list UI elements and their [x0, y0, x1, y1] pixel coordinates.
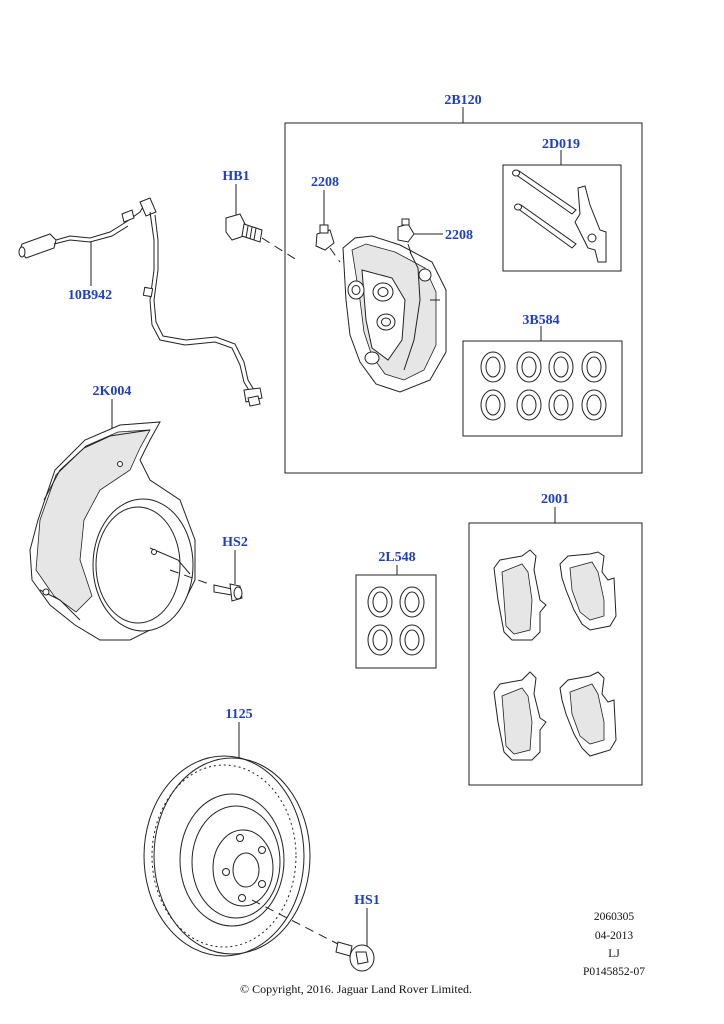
seal-kit-large-box — [462, 340, 623, 437]
caliper-bolt — [225, 213, 263, 243]
copyright-notice: © Copyright, 2016. Jaguar Land Rover Lim… — [240, 982, 472, 996]
pin-kit-group: 2D019 — [502, 137, 622, 272]
caliper-assembly-group: 2B120 2208 — [284, 93, 643, 474]
brake-disc-group: 1125 — [143, 707, 311, 957]
brake-caliper — [342, 235, 447, 393]
callout-shield-screw[interactable]: HS2 — [222, 535, 248, 550]
callout-pin-kit[interactable]: 2D019 — [542, 137, 580, 152]
shield-screw-group: HS2 — [169, 535, 248, 602]
shield-screw — [213, 583, 243, 602]
drawing-date: 04-2013 — [595, 930, 634, 942]
anti-rattle-spring — [574, 185, 607, 263]
caliper-bolt-group: HB1 — [222, 169, 301, 263]
seal-kit-large-group: 3B584 — [462, 313, 623, 437]
callout-caliper-assembly[interactable]: 2B120 — [444, 93, 481, 108]
drawing-initials: LJ — [608, 948, 620, 960]
brake-pad — [559, 671, 617, 757]
callout-seal-kit-large[interactable]: 3B584 — [522, 313, 559, 328]
drawing-info: 2060305 04-2013 LJ P0145852-07 — [583, 911, 645, 978]
brake-pad — [559, 551, 617, 631]
piston-seals-small — [367, 586, 425, 656]
brake-splash-shield — [29, 421, 196, 641]
callout-wear-sensor[interactable]: 10B942 — [68, 288, 112, 303]
callout-bleed-screw-left[interactable]: 2208 — [311, 175, 339, 190]
drawing-reference: P0145852-07 — [583, 966, 645, 978]
disc-screw-group: HS1 — [251, 893, 380, 972]
callout-seal-kit-small[interactable]: 2L548 — [378, 550, 415, 565]
bleed-screw-left: 2208 — [311, 175, 341, 263]
pin-kit-box — [502, 164, 622, 272]
seal-kit-small-box — [355, 574, 437, 669]
callout-brake-disc[interactable]: 1125 — [225, 707, 252, 722]
brake-pads-group: 2001 — [468, 492, 643, 786]
brake-wear-sensor — [18, 197, 263, 407]
brake-pads-box — [468, 522, 643, 786]
callout-caliper-bolt[interactable]: HB1 — [222, 169, 249, 184]
disc-screw — [335, 941, 375, 972]
brake-disc — [143, 755, 311, 957]
callout-bleed-screw-right[interactable]: 2208 — [445, 228, 473, 243]
seal-kit-small-group: 2L548 — [355, 550, 437, 669]
callout-splash-shield[interactable]: 2K004 — [93, 384, 132, 399]
brake-pad — [493, 671, 547, 761]
callout-disc-screw[interactable]: HS1 — [354, 893, 380, 908]
drawing-code: 2060305 — [594, 911, 635, 923]
bleed-screw-right: 2208 — [397, 218, 473, 257]
callout-brake-pads[interactable]: 2001 — [541, 492, 569, 507]
splash-shield-group: 2K004 — [29, 384, 196, 641]
guide-pins — [512, 169, 577, 249]
wear-sensor-group: 10B942 — [18, 197, 263, 407]
brake-pad — [493, 549, 547, 641]
piston-seals-large — [480, 351, 607, 421]
